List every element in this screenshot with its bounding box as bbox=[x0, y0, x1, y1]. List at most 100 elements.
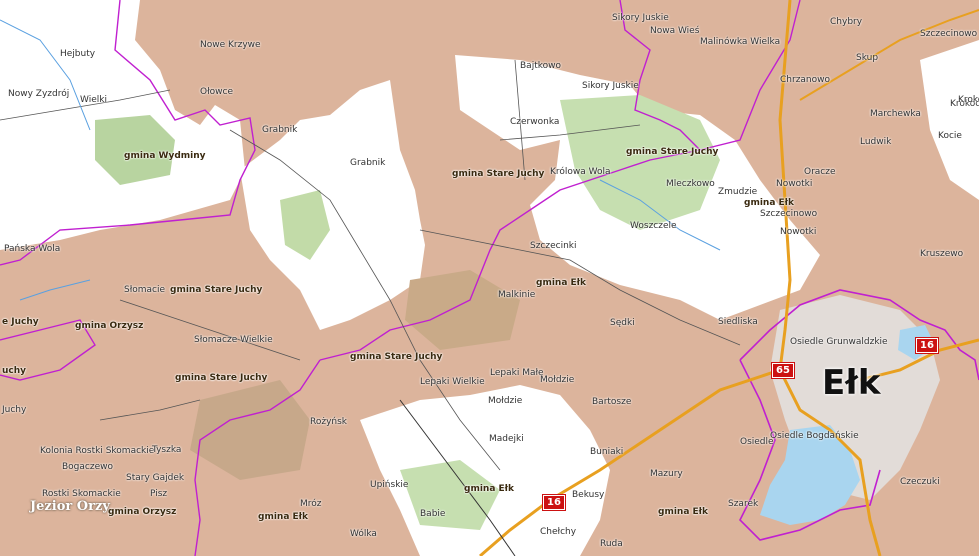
gmina-label: gmina Stare Juchy bbox=[170, 285, 263, 295]
place-label: Słomacze Wielkie bbox=[194, 335, 273, 345]
place-label: Nowotki bbox=[776, 179, 813, 189]
place-label: Bekusy bbox=[572, 490, 605, 500]
forest-center bbox=[280, 190, 330, 260]
place-label: Nowa Wieś bbox=[650, 26, 700, 36]
place-label: Juchy bbox=[2, 405, 27, 415]
place-label: Pańska Wola bbox=[4, 244, 61, 254]
gmina-boundary-south bbox=[194, 359, 321, 556]
place-label: Ludwik bbox=[860, 137, 892, 147]
gmina-boundary-west bbox=[0, 0, 256, 266]
gmina-label: gmina Ełk bbox=[536, 278, 586, 288]
place-label: Stary Gajdek bbox=[126, 473, 185, 483]
place-label: Chrzanowo bbox=[780, 75, 831, 85]
road-16-east bbox=[859, 338, 979, 382]
road-secondary-east bbox=[799, 9, 979, 101]
forest-wydminy bbox=[95, 115, 175, 185]
place-label: Nowotki bbox=[780, 227, 817, 237]
place-label: Hejbuty bbox=[60, 49, 96, 59]
gmina-label: gmina Ełk bbox=[258, 512, 308, 522]
place-label: Szczecinowo bbox=[920, 29, 978, 39]
gmina-label: gmina Orzysz bbox=[108, 507, 177, 517]
gmina-label: gmina Wydminy bbox=[124, 151, 206, 161]
place-label: Malinówka Wielka bbox=[700, 37, 781, 47]
road-minor-3 bbox=[499, 59, 641, 181]
place-label: Nowy Zyzdrój bbox=[8, 89, 70, 99]
place-label: Malkinie bbox=[498, 290, 536, 300]
forest-wetland-brown-2 bbox=[405, 270, 520, 350]
place-label: Kruszewo bbox=[920, 249, 964, 259]
place-label: Osiedle Bogdańskie bbox=[770, 431, 859, 441]
place-label: Upińskie bbox=[370, 480, 409, 490]
gmina-boundary-south-west bbox=[0, 319, 96, 381]
place-label: Mołdzie bbox=[540, 375, 575, 385]
place-label: Bogaczewo bbox=[62, 462, 113, 472]
place-label: Grabnik bbox=[262, 125, 298, 135]
gmina-label: gmina Ełk bbox=[464, 484, 514, 494]
place-label: Mołdzie bbox=[488, 396, 523, 406]
place-label: Bartosze bbox=[592, 397, 632, 407]
road-minor-2 bbox=[419, 229, 741, 346]
lake-elckie bbox=[760, 425, 860, 525]
place-label: Kocie bbox=[938, 131, 962, 141]
place-label: Krokowo bbox=[958, 95, 979, 105]
gmina-label: gmina Stare Juchy bbox=[452, 169, 545, 179]
place-label: Szarek bbox=[728, 499, 759, 509]
road-minor-4 bbox=[99, 299, 301, 421]
forest-south bbox=[400, 460, 500, 530]
river-2 bbox=[599, 179, 721, 251]
place-label: Chełchy bbox=[540, 527, 577, 537]
place-label: Mazury bbox=[650, 469, 683, 479]
place-label: Królowa Wola bbox=[550, 167, 611, 177]
place-label: Babie bbox=[420, 509, 446, 519]
place-label: Pisz bbox=[150, 489, 168, 499]
city-label: Ełk bbox=[822, 363, 881, 403]
road-65 bbox=[778, 0, 882, 556]
place-label: Mróz bbox=[300, 499, 322, 509]
place-label: Wólka bbox=[350, 529, 377, 539]
road-minor-1 bbox=[0, 89, 501, 471]
place-label: Zmudzie bbox=[718, 187, 758, 197]
place-label: Bajtkowo bbox=[520, 61, 561, 71]
place-label: Marchewka bbox=[870, 109, 921, 119]
place-label: Rożyńsk bbox=[310, 417, 348, 427]
place-label: Osiedle bbox=[740, 437, 774, 447]
place-label: Czerwonka bbox=[510, 117, 560, 127]
place-label: Sikory Juskie bbox=[612, 13, 669, 23]
place-label: Sikory Juskie bbox=[582, 81, 639, 91]
road-shield-65: 65 bbox=[772, 363, 794, 378]
gmina-label: gmina Stare Juchy bbox=[350, 352, 443, 362]
place-label: Słomacie bbox=[124, 285, 166, 295]
gmina-boundary-center bbox=[319, 0, 801, 361]
gmina-label: uchy bbox=[2, 366, 27, 376]
road-shield-16: 16 bbox=[543, 495, 565, 510]
place-label: Siedliska bbox=[718, 317, 758, 327]
forest-north-central bbox=[560, 95, 720, 230]
place-label: Rostki Skomackie bbox=[42, 489, 121, 499]
place-label: Ruda bbox=[600, 539, 623, 549]
place-label: Szczecinki bbox=[530, 241, 577, 251]
place-label: Sędki bbox=[610, 318, 635, 328]
place-label: Madejki bbox=[489, 434, 524, 444]
place-label: Tyszka bbox=[152, 445, 182, 455]
place-label: Lepaki Wielkie bbox=[420, 377, 485, 387]
railway bbox=[399, 399, 516, 556]
place-label: Buniaki bbox=[590, 447, 624, 457]
place-label: Ołowce bbox=[200, 87, 233, 97]
gmina-label: gmina Ełk bbox=[744, 198, 794, 208]
open-land-east bbox=[920, 40, 979, 200]
forest-wetland-brown bbox=[190, 380, 310, 480]
place-label: Szczecinowo bbox=[760, 209, 818, 219]
place-label: Czeczuki bbox=[900, 477, 940, 487]
place-label: Krokocie bbox=[950, 99, 979, 109]
place-label: Lepaki Małe bbox=[490, 368, 544, 378]
open-land-central bbox=[240, 80, 425, 330]
road-shield-16-east: 16 bbox=[916, 338, 938, 353]
place-label: Oracze bbox=[804, 167, 836, 177]
gmina-label: gmina Orzysz bbox=[75, 321, 144, 331]
gmina-label: e Juchy bbox=[2, 317, 39, 327]
place-label: Osiedle Grunwaldzkie bbox=[790, 337, 888, 347]
place-label: Wielki bbox=[80, 95, 107, 105]
place-label: Nowe Krzywe bbox=[200, 40, 261, 50]
